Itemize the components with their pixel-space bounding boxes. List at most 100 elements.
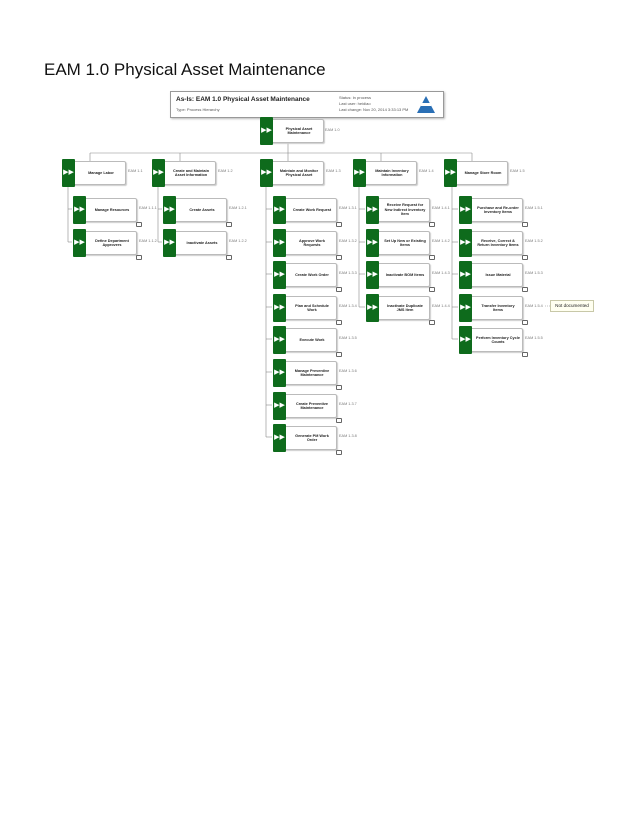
node-receive-request-new-item[interactable]: ▶▶Receive Request for New Indirect Inven…	[366, 196, 430, 224]
model-link-icon[interactable]	[429, 222, 435, 227]
model-link-icon[interactable]	[429, 255, 435, 260]
expand-icon: ▶▶	[459, 261, 472, 289]
model-link-icon[interactable]	[336, 450, 342, 455]
node-code: EAM 1.3	[326, 169, 341, 173]
node-transfer-inventory[interactable]: ▶▶Transfer Inventory Items	[459, 294, 523, 322]
last-change-text: Last change: Nov 20, 2014 3:33:13 PM	[339, 107, 409, 112]
expand-icon: ▶▶	[163, 229, 176, 257]
model-link-icon[interactable]	[336, 287, 342, 292]
node-manage-resources[interactable]: ▶▶Manage Resources	[73, 196, 137, 224]
node-code: EAM 1.3.7	[339, 402, 357, 406]
node-plan-schedule-work[interactable]: ▶▶Plan and Schedule Work	[273, 294, 337, 322]
expand-icon: ▶▶	[459, 196, 472, 224]
expand-icon: ▶▶	[273, 294, 286, 322]
model-link-icon[interactable]	[336, 320, 342, 325]
node-issue-material[interactable]: ▶▶Issue Material	[459, 261, 523, 289]
model-link-icon[interactable]	[336, 352, 342, 357]
node-inactivate-bom-items[interactable]: ▶▶Inactivate BOM Items	[366, 261, 430, 289]
node-purchase-reorder[interactable]: ▶▶Purchase and Re-order Inventory Items	[459, 196, 523, 224]
node-define-approvers[interactable]: ▶▶Define Department Approvers	[73, 229, 137, 257]
model-link-icon[interactable]	[522, 222, 528, 227]
node-code: EAM 1.3.3	[339, 271, 357, 275]
node-code: EAM 1.5.4	[525, 304, 543, 308]
node-inactivate-assets[interactable]: ▶▶Inactivate Assets	[163, 229, 227, 257]
model-type: Type: Process Hierarchy	[176, 107, 220, 112]
model-link-icon[interactable]	[522, 352, 528, 357]
model-link-icon[interactable]	[336, 222, 342, 227]
model-link-icon[interactable]	[136, 255, 142, 260]
node-code: EAM 1.5.1	[525, 206, 543, 210]
node-root[interactable]: ▶▶ Physical Asset Maintenance	[260, 117, 324, 145]
node-code: EAM 1.3.8	[339, 434, 357, 438]
node-inactivate-duplicate-jms-item[interactable]: ▶▶Inactivate Duplicate JMS Item	[366, 294, 430, 322]
expand-icon: ▶▶	[366, 196, 379, 224]
expand-icon: ▶▶	[273, 424, 286, 452]
node-code: EAM 1.5	[510, 169, 525, 173]
expand-icon: ▶▶	[73, 196, 86, 224]
node-approve-work-requests[interactable]: ▶▶Approve Work Requests	[273, 229, 337, 257]
node-code: EAM 1.1	[128, 169, 143, 173]
status-text: Status: In process	[339, 95, 372, 100]
node-l1-maintain-physical-asset[interactable]: ▶▶Maintain and Monitor Physical Asset	[260, 159, 324, 187]
model-status: Status: In process Last user: heidiao La…	[339, 95, 408, 113]
model-header: As-Is: EAM 1.0 Physical Asset Maintenanc…	[170, 91, 444, 118]
expand-icon: ▶▶	[273, 229, 286, 257]
node-code: EAM 1.4.2	[432, 239, 450, 243]
model-link-icon[interactable]	[522, 320, 528, 325]
model-link-icon[interactable]	[226, 255, 232, 260]
node-code: EAM 1.3.2	[339, 239, 357, 243]
node-code: EAM 1.5.2	[525, 239, 543, 243]
model-link-icon[interactable]	[522, 287, 528, 292]
node-create-work-request[interactable]: ▶▶Create Work Request	[273, 196, 337, 224]
last-user-text: Last user: heidiao	[339, 101, 371, 106]
node-manage-preventive-maintenance[interactable]: ▶▶Manage Preventive Maintenance	[273, 359, 337, 387]
expand-icon: ▶▶	[459, 294, 472, 322]
node-code: EAM 1.2.1	[229, 206, 247, 210]
node-receive-correct-return[interactable]: ▶▶Receive, Correct & Return Inventory It…	[459, 229, 523, 257]
model-link-icon[interactable]	[336, 385, 342, 390]
node-code: EAM 1.3.5	[339, 336, 357, 340]
node-l1-inventory-information[interactable]: ▶▶Maintain Inventory Information	[353, 159, 417, 187]
expand-icon: ▶▶	[459, 326, 472, 354]
node-create-assets[interactable]: ▶▶Create Assets	[163, 196, 227, 224]
model-link-icon[interactable]	[429, 320, 435, 325]
node-code: EAM 1.4.4	[432, 304, 450, 308]
node-l1-store-room[interactable]: ▶▶Manage Store Room	[444, 159, 508, 187]
node-code: EAM 1.4	[419, 169, 434, 173]
expand-icon: ▶▶	[273, 261, 286, 289]
model-link-icon[interactable]	[522, 255, 528, 260]
expand-icon: ▶▶	[366, 294, 379, 322]
expand-icon: ▶▶	[163, 196, 176, 224]
node-create-work-order[interactable]: ▶▶Create Work Order	[273, 261, 337, 289]
expand-icon: ▶▶	[273, 359, 286, 387]
expand-icon: ▶▶	[73, 229, 86, 257]
node-code: EAM 1.5.3	[525, 271, 543, 275]
model-link-icon[interactable]	[226, 222, 232, 227]
expand-icon: ▶▶	[260, 159, 273, 187]
node-set-up-items[interactable]: ▶▶Set Up New or Existing Items	[366, 229, 430, 257]
expand-icon: ▶▶	[273, 196, 286, 224]
pyramid-logo-icon	[417, 96, 435, 113]
node-execute-work[interactable]: ▶▶Execute Work	[273, 326, 337, 354]
model-link-icon[interactable]	[336, 255, 342, 260]
node-inventory-cycle-counts[interactable]: ▶▶Perform Inventory Cycle Counts	[459, 326, 523, 354]
node-generate-pm-work-order[interactable]: ▶▶Generate PM Work Order	[273, 424, 337, 452]
node-code: EAM 1.0	[325, 128, 340, 132]
node-create-preventive-maintenance[interactable]: ▶▶Create Preventive Maintenance	[273, 392, 337, 420]
expand-icon: ▶▶	[459, 229, 472, 257]
expand-icon: ▶▶	[366, 261, 379, 289]
node-code: EAM 1.3.4	[339, 304, 357, 308]
model-link-icon[interactable]	[429, 287, 435, 292]
model-link-icon[interactable]	[336, 418, 342, 423]
expand-icon: ▶▶	[273, 326, 286, 354]
page-title: EAM 1.0 Physical Asset Maintenance	[44, 60, 326, 79]
model-title: As-Is: EAM 1.0 Physical Asset Maintenanc…	[176, 96, 310, 103]
node-l1-manage-labor[interactable]: ▶▶Manage Labor	[62, 159, 126, 187]
node-code: EAM 1.1.1	[139, 206, 157, 210]
expand-icon: ▶▶	[366, 229, 379, 257]
node-l1-asset-information[interactable]: ▶▶Create and Maintain Asset Information	[152, 159, 216, 187]
not-documented-callout: Not documented	[550, 300, 594, 312]
node-code: EAM 1.3.1	[339, 206, 357, 210]
model-link-icon[interactable]	[136, 222, 142, 227]
